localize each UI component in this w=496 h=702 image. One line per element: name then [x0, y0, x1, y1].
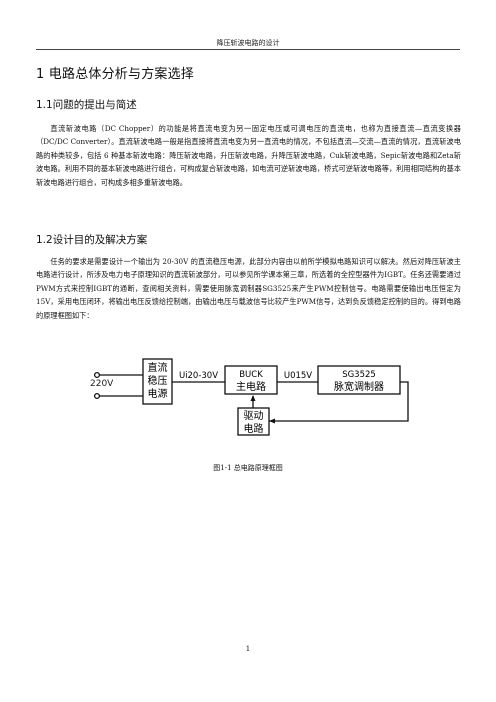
header-divider [36, 49, 460, 50]
dc-source-label-line2: 稳压 [148, 374, 168, 387]
page-number: 1 [245, 645, 251, 653]
section-1-2-text: 任务的要求是需要设计一个输出为 20-30V 的直流稳压电源，此部分内容由以前所… [36, 257, 461, 320]
input-terminal-bottom [93, 392, 101, 400]
sg3525-block [317, 365, 401, 395]
buck-label-line1: BUCK [239, 370, 263, 380]
section-heading-1-2: 1.2设计目的及解决方案 [36, 234, 148, 246]
input-voltage-label: 220V [90, 379, 114, 389]
driver-label-line1: 驱动 [244, 410, 264, 422]
arrow-into-buck [250, 395, 256, 401]
buck-block [224, 365, 278, 395]
section-1-2-paragraph: 任务的要求是需要设计一个输出为 20-30V 的直流稳压电源，此部分内容由以前所… [36, 255, 461, 322]
buck-label-line2: 主电路 [236, 380, 266, 393]
ui-voltage-label: Ui20-30V [179, 371, 218, 381]
input-terminal-top [93, 371, 101, 379]
wire-sg3525-to-driver [269, 381, 409, 422]
section-heading-1-1: 1.1问题的提出与简述 [36, 99, 137, 111]
sg3525-label-line2: 脉宽调制器 [334, 380, 384, 393]
sg3525-label-line1: SG3525 [342, 370, 376, 380]
section-1-1-text: 直流斩波电路（DC Chopper）的功能是将直流电变为另一固定电压或可调电压的… [36, 124, 461, 187]
chapter-heading: 1 电路总体分析与方案选择 [36, 67, 195, 82]
dc-source-label-line1: 直流 [148, 361, 168, 374]
figure-caption: 图1-1 总电路原理框图 [213, 464, 283, 472]
arrow-into-driver [269, 418, 275, 424]
page-header-title: 降压斩波电路的设计 [216, 39, 280, 47]
uo-voltage-label: U015V [284, 371, 312, 381]
section-1-1-paragraph: 直流斩波电路（DC Chopper）的功能是将直流电变为另一固定电压或可调电压的… [36, 122, 461, 189]
driver-label-line2: 电路 [244, 422, 264, 435]
dc-source-label-line3: 电源 [148, 387, 168, 400]
